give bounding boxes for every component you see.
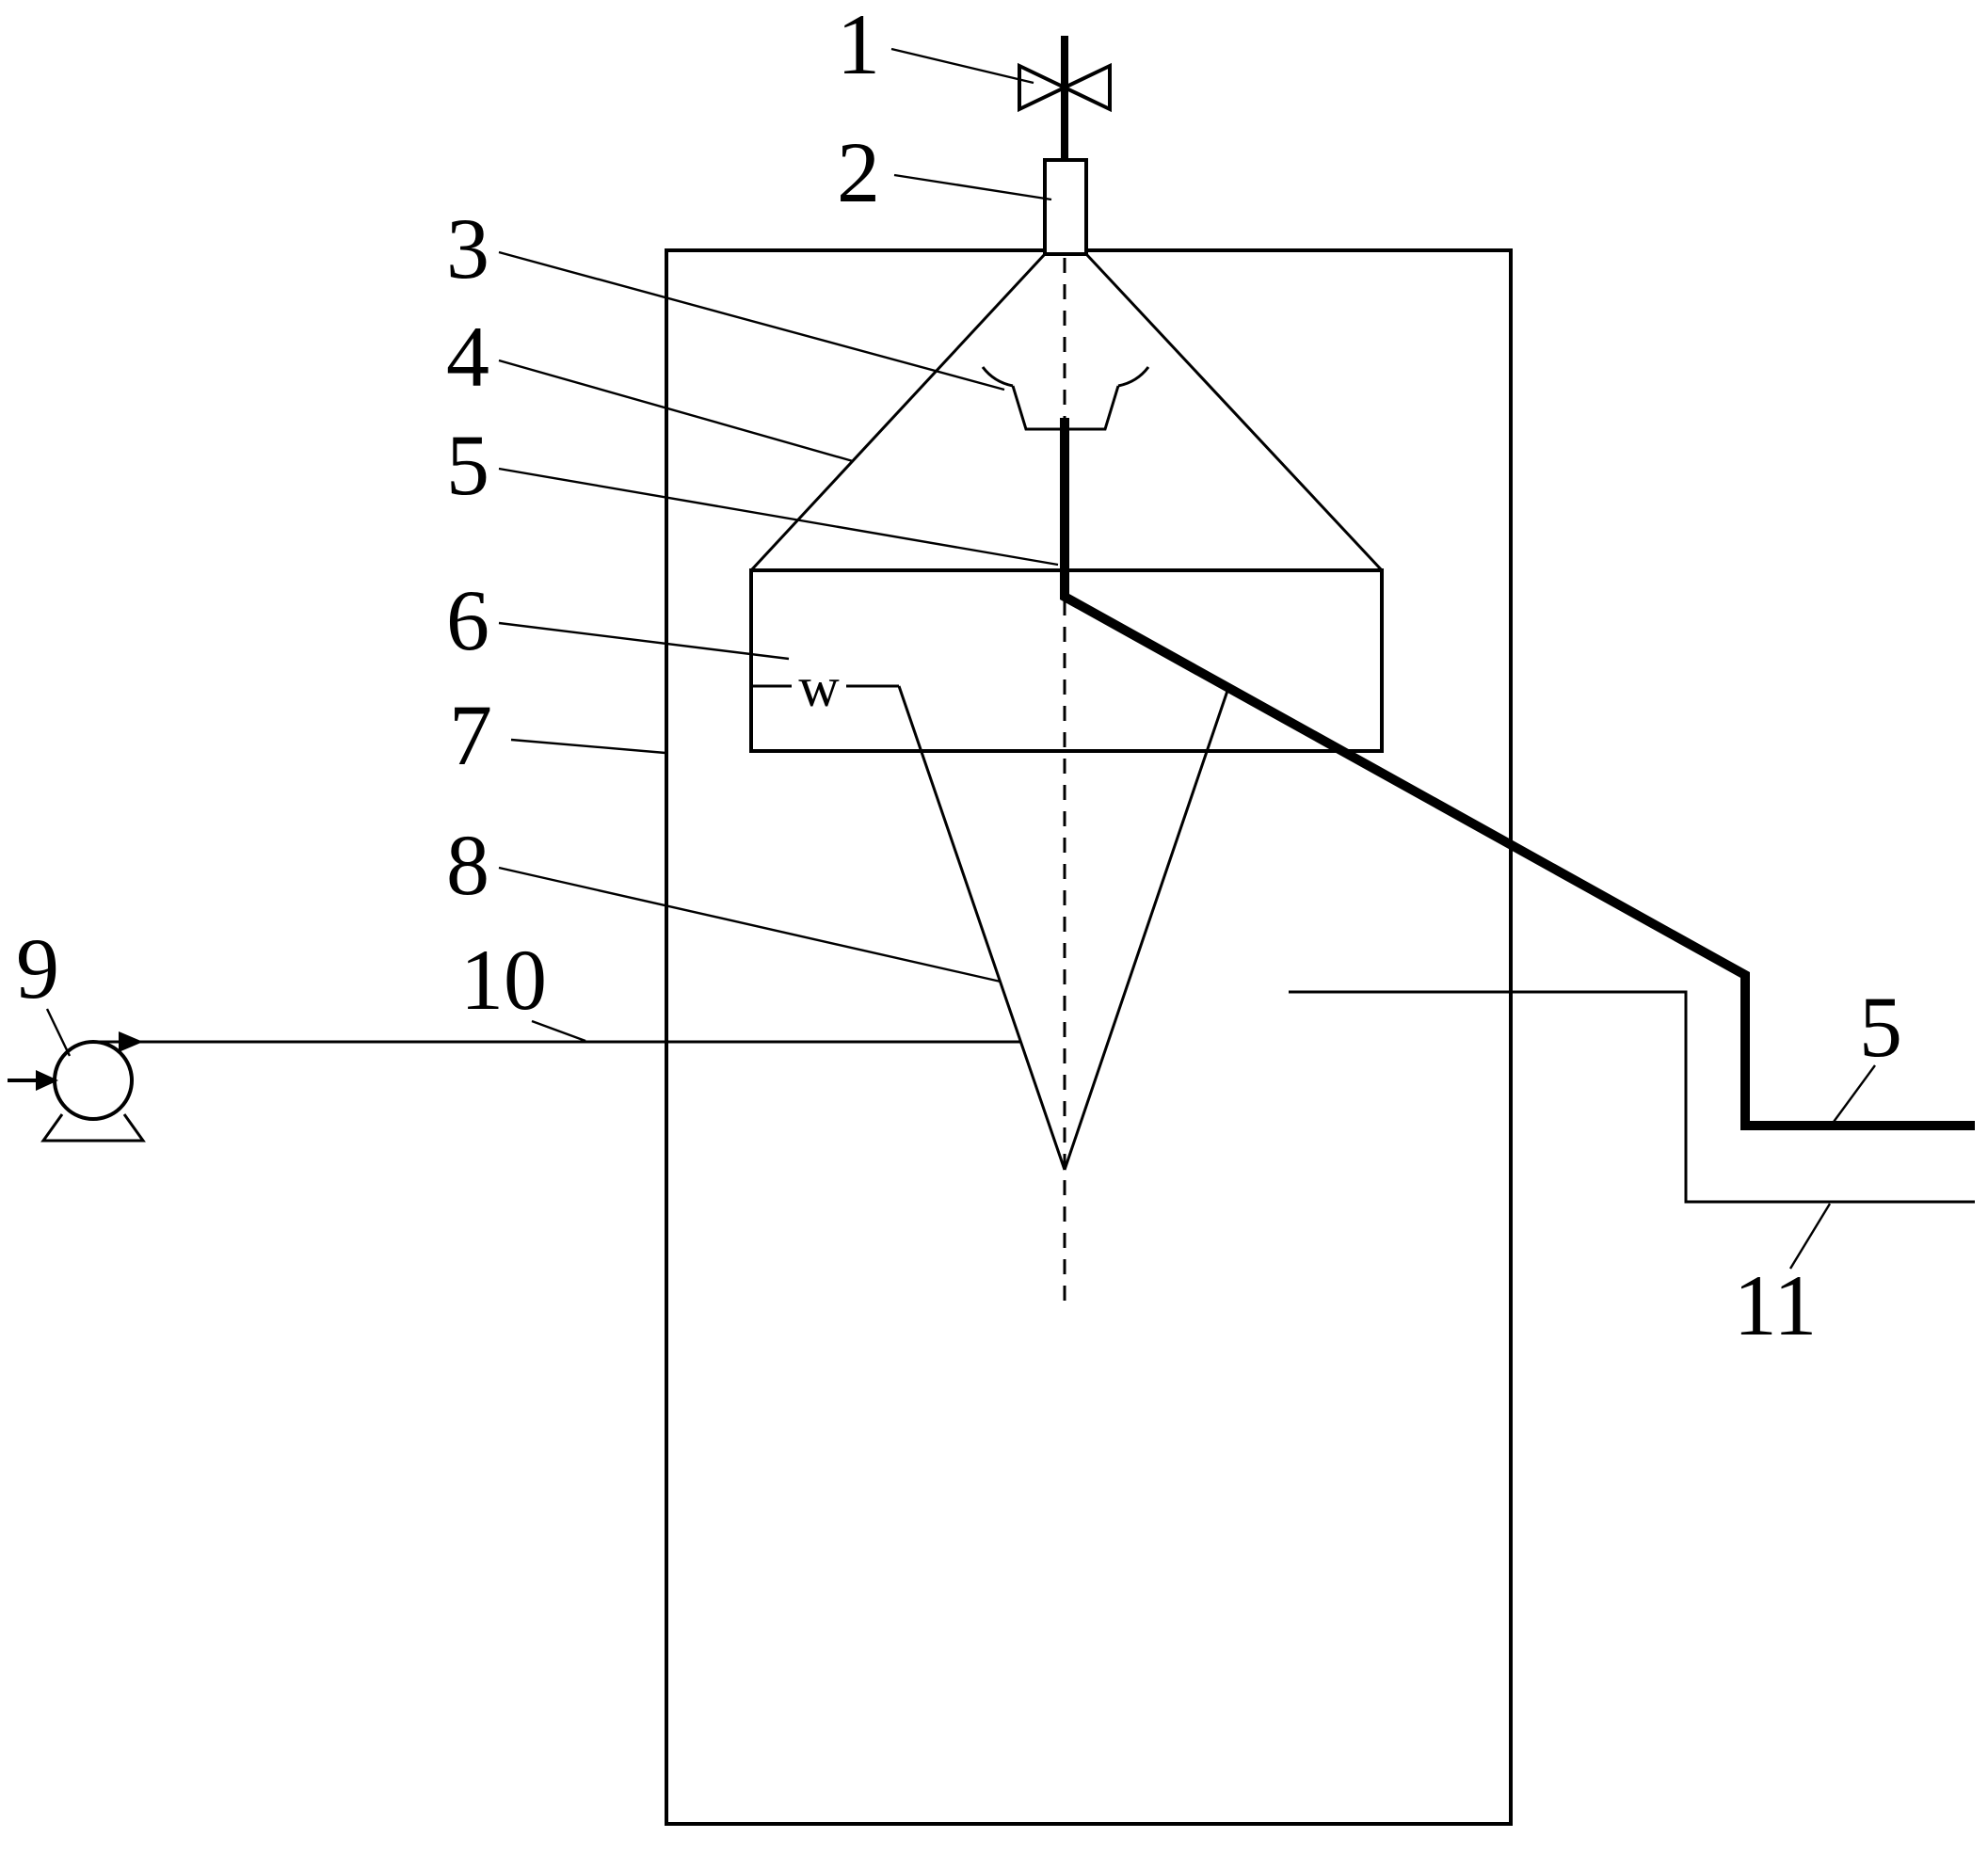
- pump-body-circle: [53, 1040, 134, 1121]
- callout-7-leader: [510, 738, 666, 755]
- chamber-outline: [665, 248, 1513, 1826]
- callout-7: 7: [449, 687, 666, 783]
- callout-3-label: 3: [446, 200, 489, 296]
- callout-1-label: 1: [837, 0, 880, 92]
- width-marker: w: [753, 656, 899, 718]
- liquid-cone: [897, 685, 1230, 1171]
- valve-right-triangle: [1060, 62, 1112, 113]
- callout-5-left: 5: [446, 417, 1059, 567]
- callout-8-leader: [498, 866, 1002, 983]
- upper-cone-right-line: [1084, 252, 1384, 572]
- callout-5-right: 5: [1833, 979, 1902, 1123]
- callout-10: 10: [460, 932, 586, 1043]
- cup-right-lip-line: [1117, 366, 1150, 388]
- pump-symbol: [8, 1040, 146, 1143]
- callout-9-leader: [45, 1008, 72, 1057]
- callout-5-left-label: 5: [446, 417, 489, 513]
- liquid-cone-left-line: [897, 685, 1066, 1171]
- callout-9-label: 9: [16, 920, 59, 1016]
- callout-9: 9: [16, 920, 72, 1057]
- callout-11-label: 11: [1734, 1257, 1818, 1353]
- feed-line-arrow-icon: [119, 1031, 143, 1052]
- callout-1-leader: [890, 47, 1034, 85]
- liquid-cone-right-line: [1063, 687, 1230, 1171]
- callout-6: 6: [446, 572, 790, 668]
- callout-4-label: 4: [446, 309, 489, 405]
- callout-6-leader: [498, 621, 790, 661]
- callout-8: 8: [446, 817, 1002, 983]
- callout-5-right-leader: [1833, 1064, 1876, 1123]
- callout-6-label: 6: [446, 572, 489, 668]
- callout-8-label: 8: [446, 817, 489, 913]
- callout-3: 3: [446, 200, 1005, 392]
- upper-cone-left-line: [749, 252, 1047, 572]
- width-marker-label: w: [798, 656, 840, 718]
- callout-11-leader: [1788, 1203, 1832, 1270]
- feed-tube-outline: [1043, 158, 1088, 256]
- pump-stand: [40, 1113, 146, 1143]
- callout-4-leader: [498, 359, 854, 463]
- callout-2-label: 2: [837, 124, 880, 220]
- fiber-path-line: [1060, 418, 1975, 1130]
- valve-symbol: [1018, 62, 1112, 113]
- callout-10-label: 10: [460, 932, 547, 1028]
- callout-4: 4: [446, 309, 854, 463]
- upper-cone: [749, 252, 1384, 572]
- callout-11: 11: [1734, 1203, 1832, 1353]
- callout-3-leader: [498, 250, 1005, 392]
- cup-left-lip-line: [981, 366, 1014, 388]
- callout-5-right-label: 5: [1859, 979, 1902, 1075]
- callout-10-leader: [531, 1019, 586, 1043]
- callout-7-label: 7: [449, 687, 492, 783]
- callout-2-leader: [893, 173, 1052, 201]
- collector-line: [1289, 990, 1975, 1204]
- pump-inlet-arrow-icon: [36, 1070, 58, 1091]
- callout-2: 2: [837, 124, 1052, 220]
- callout-1: 1: [837, 0, 1034, 92]
- valve-left-triangle: [1018, 62, 1069, 113]
- feed-line: [93, 1031, 1020, 1052]
- callout-5-left-leader: [498, 467, 1059, 567]
